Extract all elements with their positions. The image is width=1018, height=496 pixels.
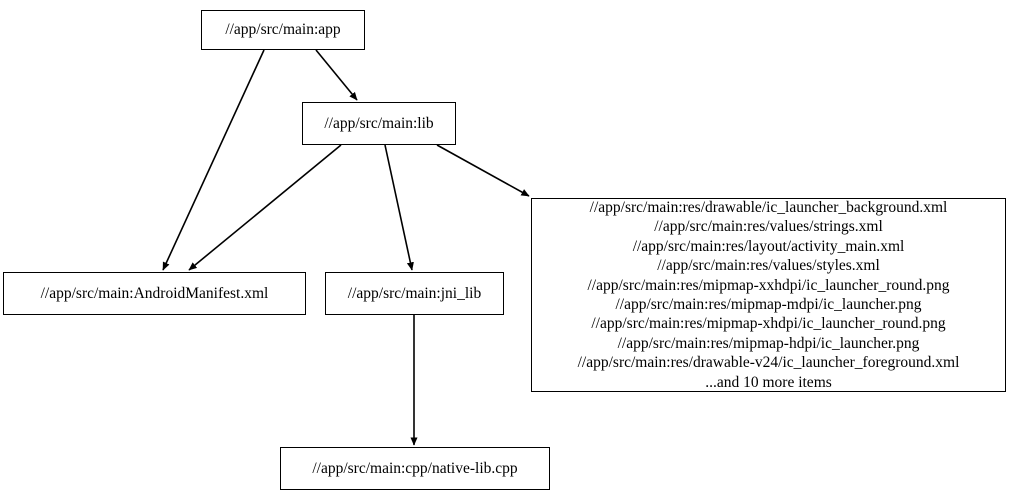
node-jni-lib[interactable]: //app/src/main:jni_lib — [325, 272, 504, 315]
edge-lib-to-manifest — [188, 144, 342, 271]
edge-app-to-lib — [315, 49, 358, 101]
edge-lib-to-resources — [436, 144, 530, 197]
edge-app-to-manifest — [162, 49, 265, 271]
resource-item: //app/src/main:res/mipmap-xhdpi/ic_launc… — [591, 315, 946, 333]
node-android-manifest[interactable]: //app/src/main:AndroidManifest.xml — [3, 272, 306, 315]
node-native-lib-cpp[interactable]: //app/src/main:cpp/native-lib.cpp — [280, 447, 550, 490]
node-jni-lib-label: //app/src/main:jni_lib — [347, 284, 482, 302]
node-android-manifest-label: //app/src/main:AndroidManifest.xml — [40, 284, 269, 302]
resource-item: //app/src/main:res/mipmap-hdpi/ic_launch… — [617, 334, 920, 352]
resource-item: //app/src/main:res/drawable/ic_launcher_… — [589, 198, 948, 216]
resource-item: //app/src/main:res/values/strings.xml — [654, 218, 883, 236]
resource-item: //app/src/main:res/mipmap-mdpi/ic_launch… — [615, 296, 922, 313]
resource-item: //app/src/main:res/values/styles.xml — [657, 257, 880, 275]
node-resource-bundle-list: //app/src/main:res/drawable/ic_launcher_… — [568, 198, 970, 392]
node-native-lib-cpp-label: //app/src/main:cpp/native-lib.cpp — [312, 459, 518, 477]
resource-item: //app/src/main:res/layout/activity_main.… — [632, 237, 905, 255]
node-resource-bundle[interactable]: //app/src/main:res/drawable/ic_launcher_… — [531, 198, 1006, 392]
resource-item: ...and 10 more items — [705, 373, 832, 391]
node-app-label: //app/src/main:app — [225, 21, 341, 39]
resource-item: //app/src/main:res/drawable-v24/ic_launc… — [577, 354, 960, 372]
node-lib[interactable]: //app/src/main:lib — [302, 102, 456, 145]
resource-item: //app/src/main:res/mipmap-xxhdpi/ic_laun… — [587, 276, 950, 294]
node-lib-label: //app/src/main:lib — [324, 114, 434, 132]
edge-lib-to-jni-lib — [384, 144, 414, 271]
node-app[interactable]: //app/src/main:app — [201, 10, 365, 50]
